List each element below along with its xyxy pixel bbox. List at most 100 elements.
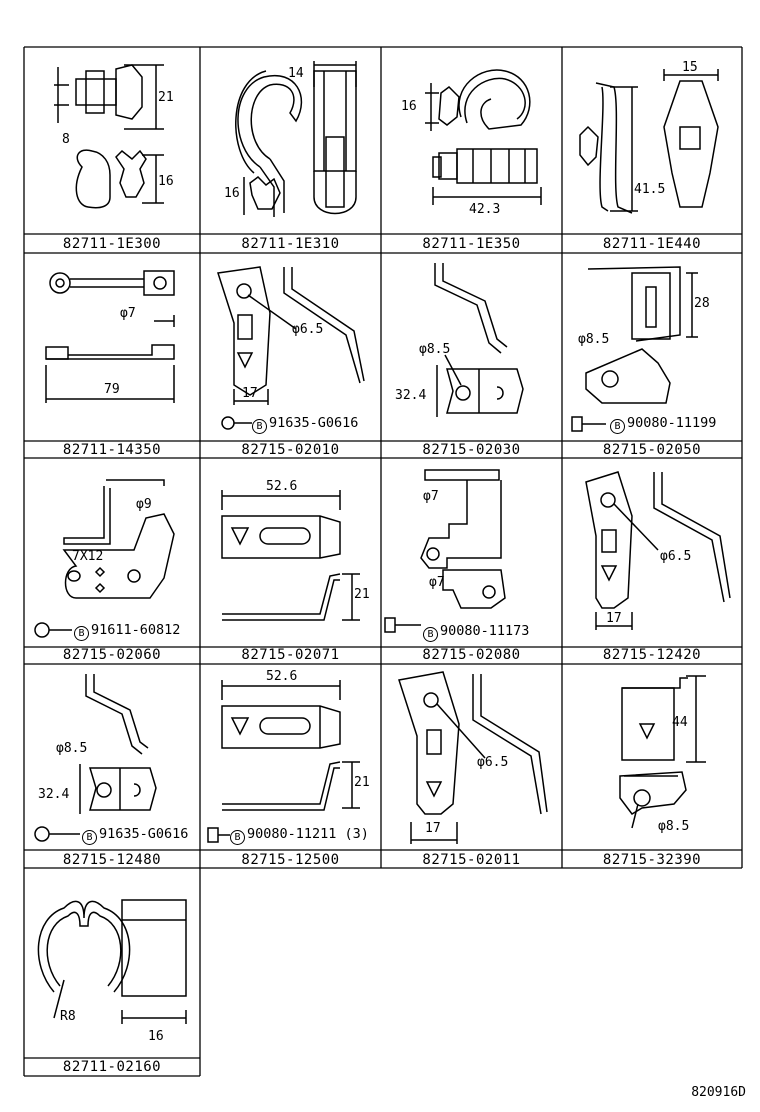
part-cell-82711-1E310[interactable]: 14 16 82711-1E310 (200, 47, 381, 253)
dim-label: 16 (148, 1029, 164, 1044)
bracket-drawing (585, 471, 731, 630)
dim-label: 16 (401, 99, 417, 114)
part-cell-82711-1E350[interactable]: 16 42.3 82711-1E350 (381, 47, 562, 253)
bolt-mark-icon: B (423, 627, 438, 642)
part-cell-82711-02160[interactable]: R8 16 82711-02160 (24, 868, 200, 1076)
dim-label: 17 (242, 386, 258, 401)
dim-label: 41.5 (634, 182, 666, 197)
dim-label: φ7 (120, 306, 136, 321)
part-cell-82711-14350[interactable]: φ7 79 82711-14350 (24, 253, 200, 458)
clip-drawing (579, 69, 719, 214)
part-number: 82715-02071 (241, 647, 340, 663)
dim-label: 21 (354, 775, 370, 790)
bolt-mark-icon: B (610, 419, 625, 434)
part-cell-82711-1E440[interactable]: 15 41.5 82711-1E440 (562, 47, 742, 253)
bolt-mark-icon: B (230, 830, 245, 845)
part-cell-82715-02071[interactable]: 52.6 21 82715-02071 (200, 458, 381, 664)
clamp-drawing (37, 899, 187, 1024)
part-number: 82715-02060 (62, 647, 162, 663)
part-cell-82715-12420[interactable]: φ6.5 17 82715-12420 (562, 458, 742, 664)
part-cell-82715-02030[interactable]: φ8.5 32.4 82715-02030 (381, 253, 562, 458)
dim-label: 16 (224, 186, 240, 201)
dim-label: 44 (672, 715, 688, 730)
dim-label: 7X12 (72, 549, 104, 564)
clip-drawing (45, 270, 175, 403)
part-number: 82711-1E300 (62, 236, 162, 252)
part-number: 82715-12420 (602, 647, 702, 663)
clip-drawing (54, 64, 164, 209)
dim-label: φ6.5 (660, 549, 692, 564)
diagram-code: 820916D (691, 1085, 746, 1100)
bracket-drawing (207, 680, 360, 843)
dim-label: 17 (425, 821, 441, 836)
part-number: 82715-02030 (422, 442, 521, 458)
part-number: 82715-02080 (422, 647, 521, 663)
part-number: 82715-02011 (422, 852, 521, 868)
bracket-drawing (434, 263, 524, 417)
bolt-mark-icon: B (74, 626, 89, 641)
dim-label: 42.3 (469, 202, 501, 217)
dim-label: 8 (62, 132, 70, 147)
dim-label: φ6.5 (477, 755, 509, 770)
dim-label: 52.6 (266, 669, 298, 684)
part-cell-82711-1E300[interactable]: 21 8 16 82711-1E300 (24, 47, 200, 253)
dim-label: φ7 (423, 489, 439, 504)
bracket-drawing (384, 469, 506, 633)
part-cell-82715-02011[interactable]: φ6.5 17 82715-02011 (381, 664, 562, 868)
dim-label: 52.6 (266, 479, 298, 494)
bracket-drawing (619, 675, 706, 829)
dim-label: 28 (694, 296, 710, 311)
bracket-drawing (217, 266, 365, 430)
part-number: 82715-02010 (241, 442, 340, 458)
dim-label: φ8.5 (578, 332, 610, 347)
dim-label: φ8.5 (658, 819, 690, 834)
dim-label: 16 (158, 174, 174, 189)
part-number: 82715-32390 (602, 852, 702, 868)
dim-label: 32.4 (395, 388, 427, 403)
part-number: 82711-1E440 (602, 236, 702, 252)
part-number: 82711-02160 (62, 1059, 162, 1075)
bracket-drawing (221, 490, 360, 621)
dim-label: 17 (606, 611, 622, 626)
dim-label: 21 (354, 587, 370, 602)
dim-label: 79 (104, 382, 120, 397)
bracket-drawing (398, 671, 548, 844)
dim-label: 21 (158, 90, 174, 105)
part-number: 82711-1E350 (422, 236, 521, 252)
part-number: 82715-02050 (602, 442, 702, 458)
clip-drawing (235, 61, 357, 217)
part-number: 82711-1E310 (241, 236, 340, 252)
dim-label: 32.4 (38, 787, 70, 802)
bolt-mark-icon: B (82, 830, 97, 845)
clip-drawing (425, 69, 542, 205)
bracket-drawing (34, 479, 175, 638)
dim-label: 14 (288, 66, 304, 81)
dim-label: φ8.5 (419, 342, 451, 357)
part-number: 82715-12500 (241, 852, 340, 868)
dim-label: φ9 (136, 497, 152, 512)
dim-label: φ6.5 (292, 322, 324, 337)
dim-label: 15 (682, 60, 698, 75)
bolt-mark-icon: B (252, 419, 267, 434)
part-number: 82711-14350 (62, 442, 162, 458)
bracket-drawing (34, 674, 157, 842)
part-cell-82715-32390[interactable]: 44 φ8.5 82715-32390 (562, 664, 742, 868)
dim-label: R8 (60, 1009, 76, 1024)
bracket-drawing (571, 266, 698, 432)
part-number: 82715-12480 (62, 852, 162, 868)
dim-label: φ7 (429, 575, 445, 590)
